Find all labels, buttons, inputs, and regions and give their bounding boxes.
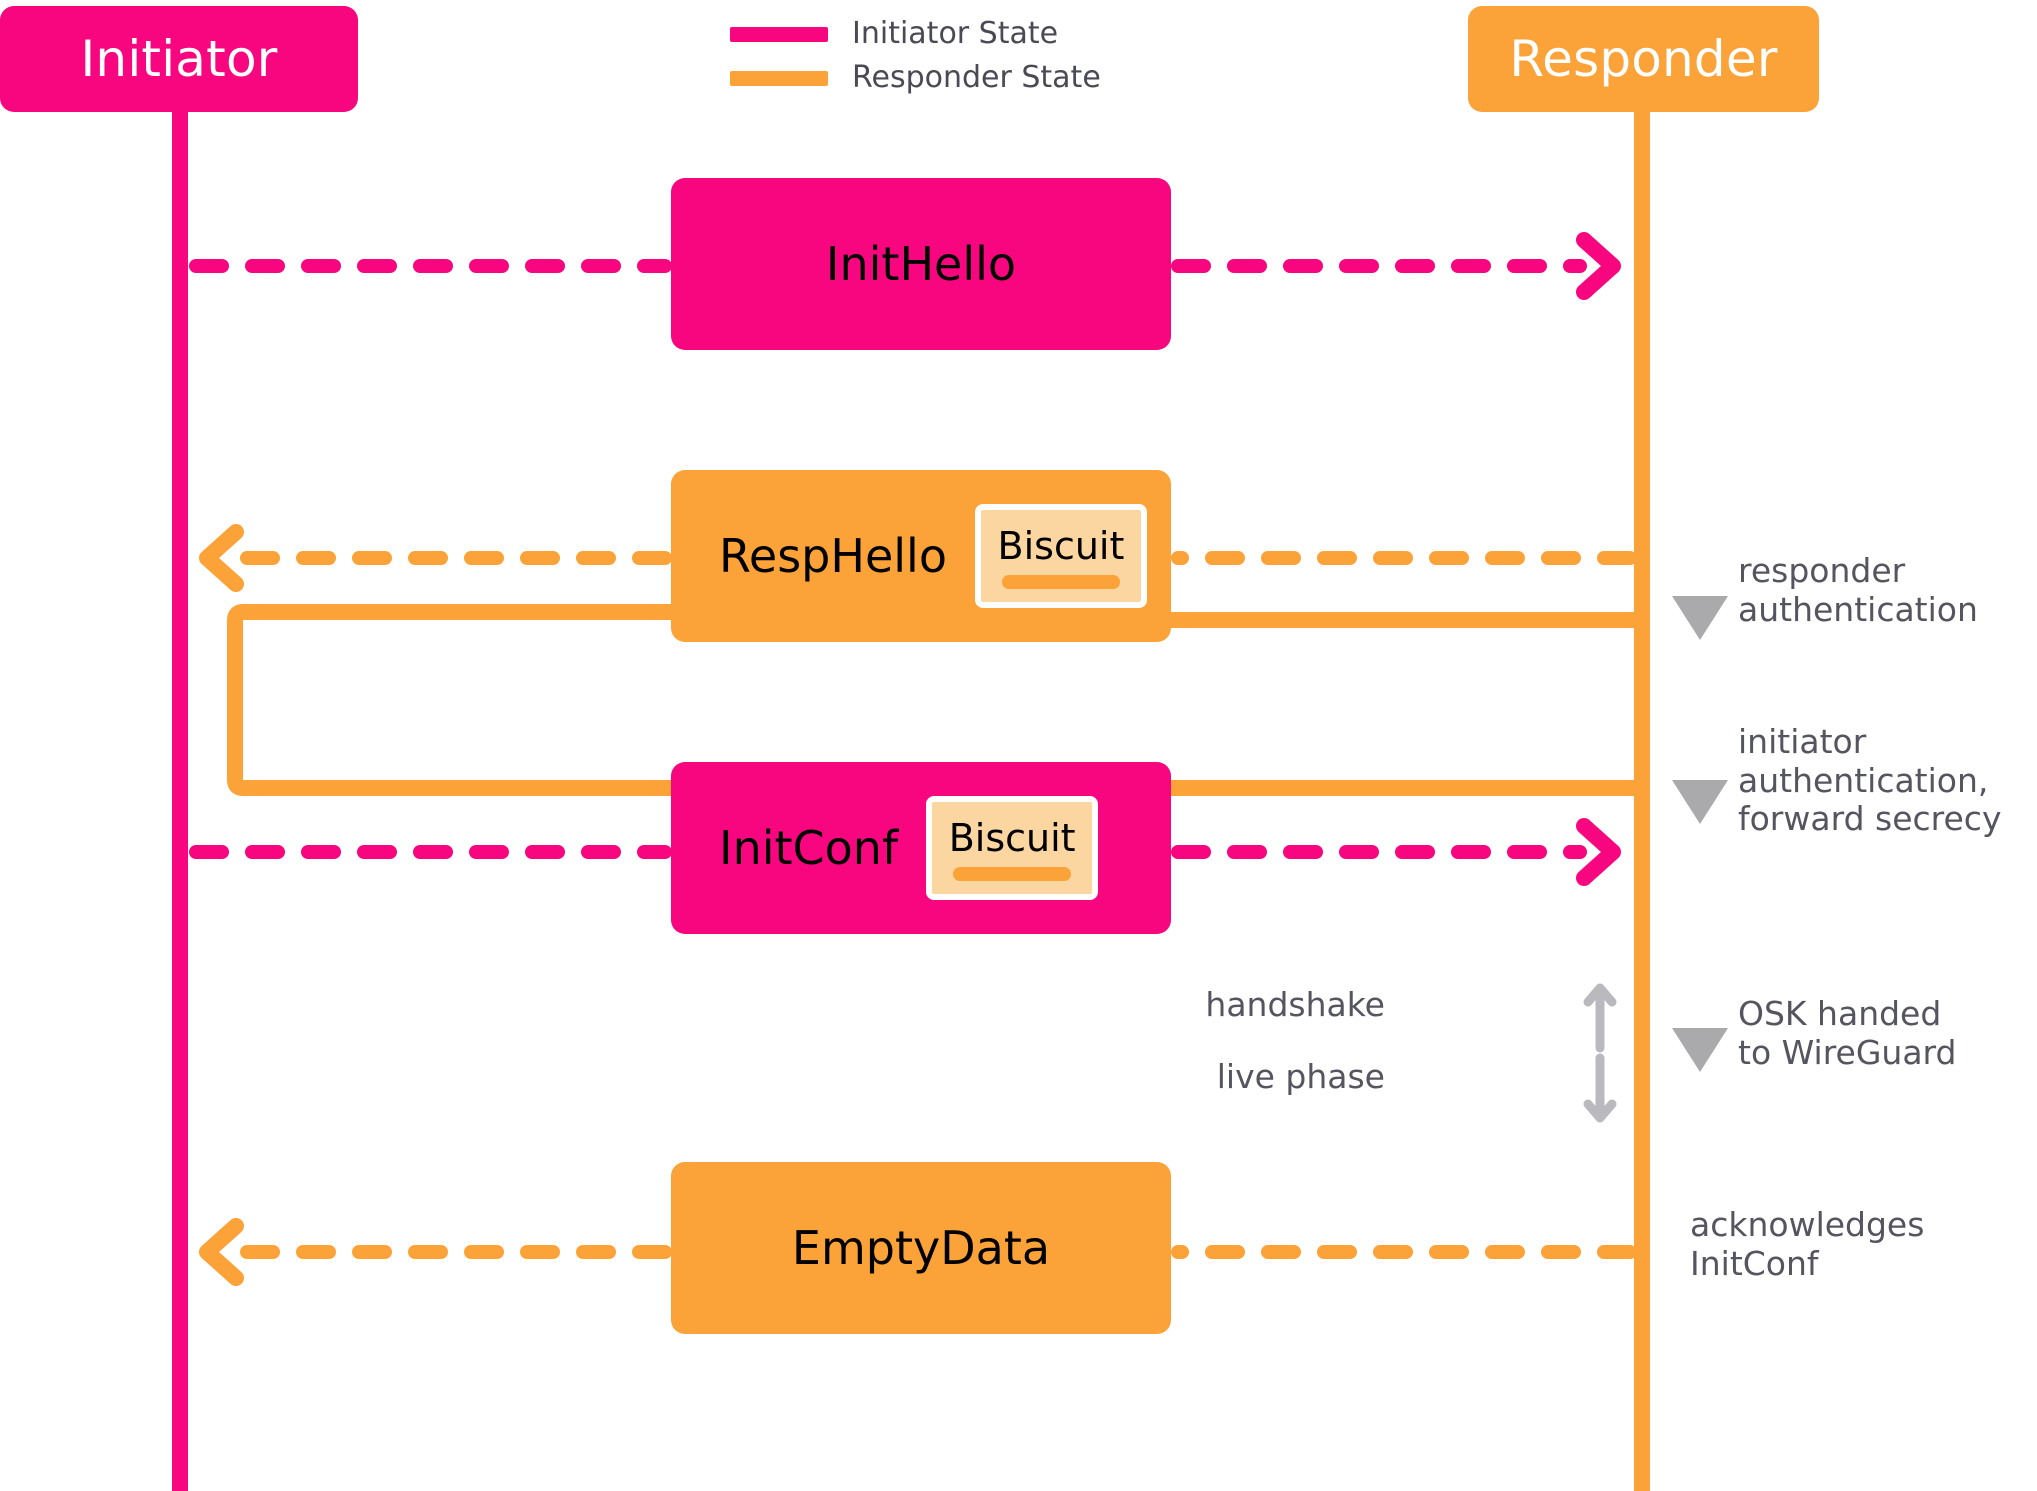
message-box-emptydata[interactable]: EmptyData — [671, 1162, 1171, 1334]
marker-triangle-osk — [1672, 1028, 1728, 1072]
phase-divider-arrow — [1583, 983, 1617, 1123]
initiator-lifeline — [172, 100, 188, 1491]
legend-item-initiator-state: Initiator State — [730, 12, 1130, 56]
arrow-emptydata — [199, 1218, 1637, 1286]
phase-label-handshake: handshake — [1205, 985, 1385, 1024]
arrow-initconf — [189, 818, 1621, 886]
biscuit-bar-icon — [953, 867, 1072, 881]
annotation-initiator-authentication: initiator authentication, forward secrec… — [1738, 722, 2002, 839]
biscuit-chip-resphello[interactable]: Biscuit — [974, 504, 1147, 608]
phase-label-live-phase: live phase — [1216, 1057, 1385, 1096]
annotation-acknowledges-initconf: acknowledges InitConf — [1690, 1205, 1925, 1283]
state-flow-resphello-to-initconf — [227, 604, 678, 796]
biscuit-label-initconf: Biscuit — [948, 816, 1076, 860]
message-label-resphello: RespHello — [719, 529, 947, 583]
legend-label-initiator: Initiator State — [852, 16, 1059, 51]
actor-initiator[interactable]: Initiator — [0, 6, 358, 112]
actor-responder-label: Responder — [1509, 30, 1778, 88]
actor-responder[interactable]: Responder — [1468, 6, 1819, 112]
message-box-inithello[interactable]: InitHello — [671, 178, 1171, 350]
biscuit-bar-icon — [1001, 575, 1120, 589]
arrow-resphello — [199, 524, 1637, 592]
actor-initiator-label: Initiator — [80, 30, 278, 88]
arrow-inithello — [189, 232, 1621, 300]
message-box-resphello[interactable]: RespHello Biscuit — [671, 470, 1171, 642]
state-flow-initconf-to-responder — [1171, 780, 1650, 1491]
message-label-initconf: InitConf — [719, 821, 899, 875]
legend: Initiator State Responder State — [730, 12, 1130, 100]
annotation-responder-authentication: responder authentication — [1738, 551, 1978, 629]
biscuit-label-resphello: Biscuit — [997, 524, 1125, 568]
message-label-emptydata: EmptyData — [791, 1221, 1051, 1275]
biscuit-chip-initconf[interactable]: Biscuit — [926, 796, 1099, 900]
legend-swatch-initiator — [730, 26, 828, 42]
message-box-initconf[interactable]: InitConf Biscuit — [671, 762, 1171, 934]
marker-triangle-responder-auth — [1672, 596, 1728, 640]
marker-triangle-initiator-auth — [1672, 780, 1728, 824]
legend-swatch-responder — [730, 70, 828, 86]
message-label-inithello: InitHello — [825, 237, 1017, 291]
legend-label-responder: Responder State — [852, 60, 1101, 95]
legend-item-responder-state: Responder State — [730, 56, 1130, 100]
annotation-osk-handed-to-wireguard: OSK handed to WireGuard — [1738, 994, 1957, 1072]
